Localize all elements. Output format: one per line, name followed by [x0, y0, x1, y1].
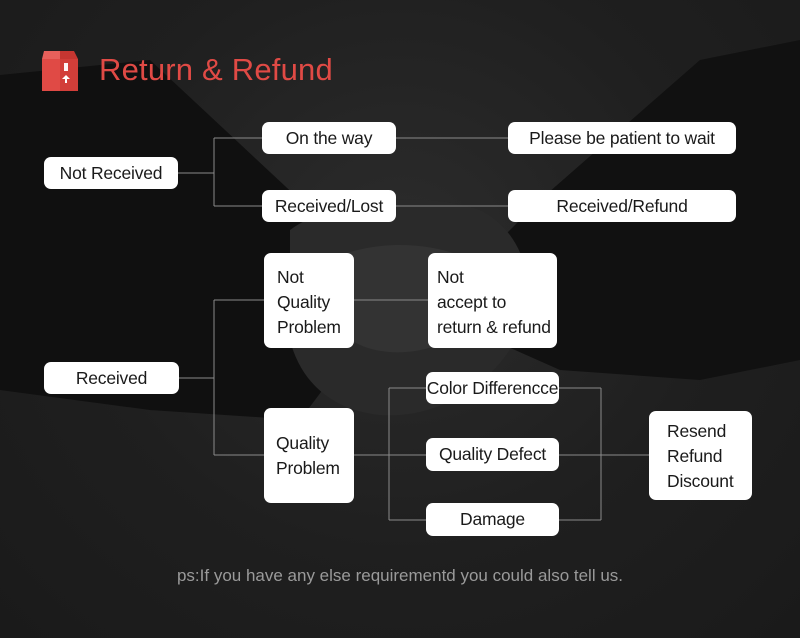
package-return-icon	[42, 51, 78, 91]
received-lost-node: Received/Lost	[262, 190, 396, 222]
quality-defect-node: Quality Defect	[426, 438, 559, 471]
please-wait-node: Please be patient to wait	[508, 122, 736, 154]
on-the-way-node: On the way	[262, 122, 396, 154]
not-quality-problem-node: Not Quality Problem	[264, 253, 354, 348]
received-refund-node: Received/Refund	[508, 190, 736, 222]
quality-problem-node: Quality Problem	[264, 408, 354, 503]
header: Return & Refund	[40, 48, 333, 92]
received-node: Received	[44, 362, 179, 394]
color-difference-node: Color Differencce	[426, 372, 559, 404]
damage-node: Damage	[426, 503, 559, 536]
not-received-node: Not Received	[44, 157, 178, 189]
not-accept-node: Not accept to return & refund	[428, 253, 557, 348]
resend-refund-discount-node: Resend Refund Discount	[649, 411, 752, 500]
footnote: ps:If you have any else requirementd you…	[176, 566, 624, 585]
page-title: Return & Refund	[99, 52, 333, 87]
